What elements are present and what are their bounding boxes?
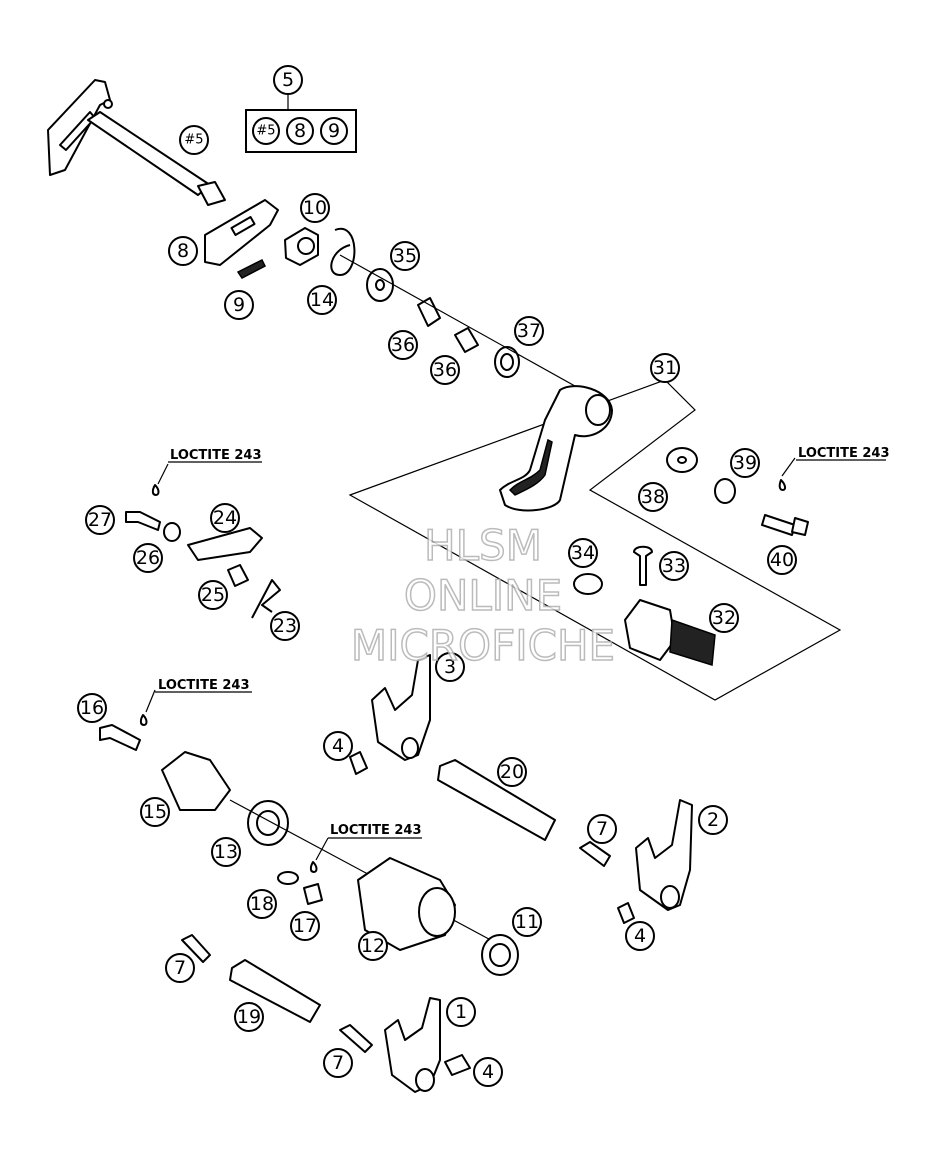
callout-13: 13 — [214, 841, 238, 863]
loctite-label-2: LOCTITE 243 — [158, 678, 250, 693]
callout-19: 19 — [237, 1006, 261, 1028]
clip-39 — [714, 478, 736, 504]
callout-4b: 4 — [634, 925, 646, 947]
spring-7a — [579, 841, 611, 867]
shift-tip-32 — [624, 599, 676, 661]
callout-4a: 4 — [332, 735, 344, 757]
callout-11: 11 — [515, 911, 539, 933]
callout-35: 35 — [393, 245, 417, 267]
spring-7b — [181, 934, 211, 963]
loctite-label-4: LOCTITE 243 — [798, 446, 890, 461]
set-callout-5: 5 #5 8 9 — [245, 65, 357, 153]
spring-14 — [330, 227, 356, 276]
bolt-27 — [125, 511, 161, 531]
callout-23: 23 — [273, 615, 297, 637]
callout-10: 10 — [303, 197, 327, 219]
callout-33: 33 — [662, 555, 686, 577]
callout-34: 34 — [571, 542, 595, 564]
rail-20 — [437, 759, 556, 841]
bolt-40 — [761, 514, 796, 536]
callout-20: 20 — [500, 761, 524, 783]
callout-26: 26 — [136, 547, 160, 569]
callout-36b: 36 — [433, 359, 457, 381]
callout-31: 31 — [653, 357, 677, 379]
set-member-8: 8 — [294, 120, 306, 142]
watermark-line-1: HLSM — [424, 521, 542, 570]
callout-15: 15 — [143, 801, 167, 823]
set-member-9: 9 — [328, 120, 340, 142]
callout-5: 5 — [282, 69, 294, 91]
spring-23 — [251, 579, 281, 619]
shift-plate — [204, 199, 279, 279]
drum-star-15 — [161, 751, 231, 811]
callout-4c: 4 — [482, 1061, 494, 1083]
callout-18: 18 — [250, 893, 274, 915]
watermark-line-3: MICROFICHE — [351, 621, 615, 670]
bushing-36b — [454, 327, 479, 353]
callout-17: 17 — [293, 915, 317, 937]
callout-40: 40 — [770, 549, 794, 571]
pin-17 — [303, 883, 323, 905]
rail-19 — [229, 959, 321, 1023]
callout-8: 8 — [177, 240, 189, 262]
ring-34 — [573, 573, 603, 595]
callout-24: 24 — [213, 507, 237, 529]
watermark: HLSM ONLINE MICROFICHE — [350, 520, 616, 671]
callout-38: 38 — [641, 486, 665, 508]
callout-7c: 7 — [332, 1052, 344, 1074]
pin-4b — [617, 902, 635, 924]
callout-16: 16 — [80, 697, 104, 719]
callout-32: 32 — [712, 607, 736, 629]
callout-36a: 36 — [391, 334, 415, 356]
bolt-16 — [99, 724, 141, 751]
callout-25: 25 — [201, 584, 225, 606]
pin-33 — [633, 545, 653, 586]
callout-9: 9 — [233, 294, 245, 316]
callout-39: 39 — [733, 452, 757, 474]
bushing-36a — [417, 297, 441, 327]
loctite-label-3: LOCTITE 243 — [330, 823, 422, 838]
fork-2 — [635, 799, 693, 911]
callout-14: 14 — [310, 289, 334, 311]
callout-7a: 7 — [596, 818, 608, 840]
pin-4c — [444, 1054, 471, 1076]
washer-18 — [277, 871, 299, 885]
callout-12: 12 — [361, 935, 385, 957]
roller-25 — [227, 564, 249, 587]
washer-26 — [163, 522, 181, 542]
pin-4a — [349, 751, 368, 775]
set-member-5: #5 — [256, 124, 275, 139]
arm-24 — [187, 527, 263, 561]
callout-3: 3 — [444, 656, 456, 678]
callout-2: 2 — [707, 809, 719, 831]
callout-7b: 7 — [174, 957, 186, 979]
shaft-label: #5 — [184, 133, 203, 148]
loctite-label-1: LOCTITE 243 — [170, 448, 262, 463]
fork-3 — [371, 654, 431, 761]
callout-37: 37 — [517, 320, 541, 342]
shift-shaft: #5 — [47, 79, 226, 206]
watermark-line-2: ONLINE — [404, 571, 562, 620]
callout-27: 27 — [88, 509, 112, 531]
spring-7c — [339, 1024, 373, 1053]
callout-1: 1 — [455, 1001, 467, 1023]
